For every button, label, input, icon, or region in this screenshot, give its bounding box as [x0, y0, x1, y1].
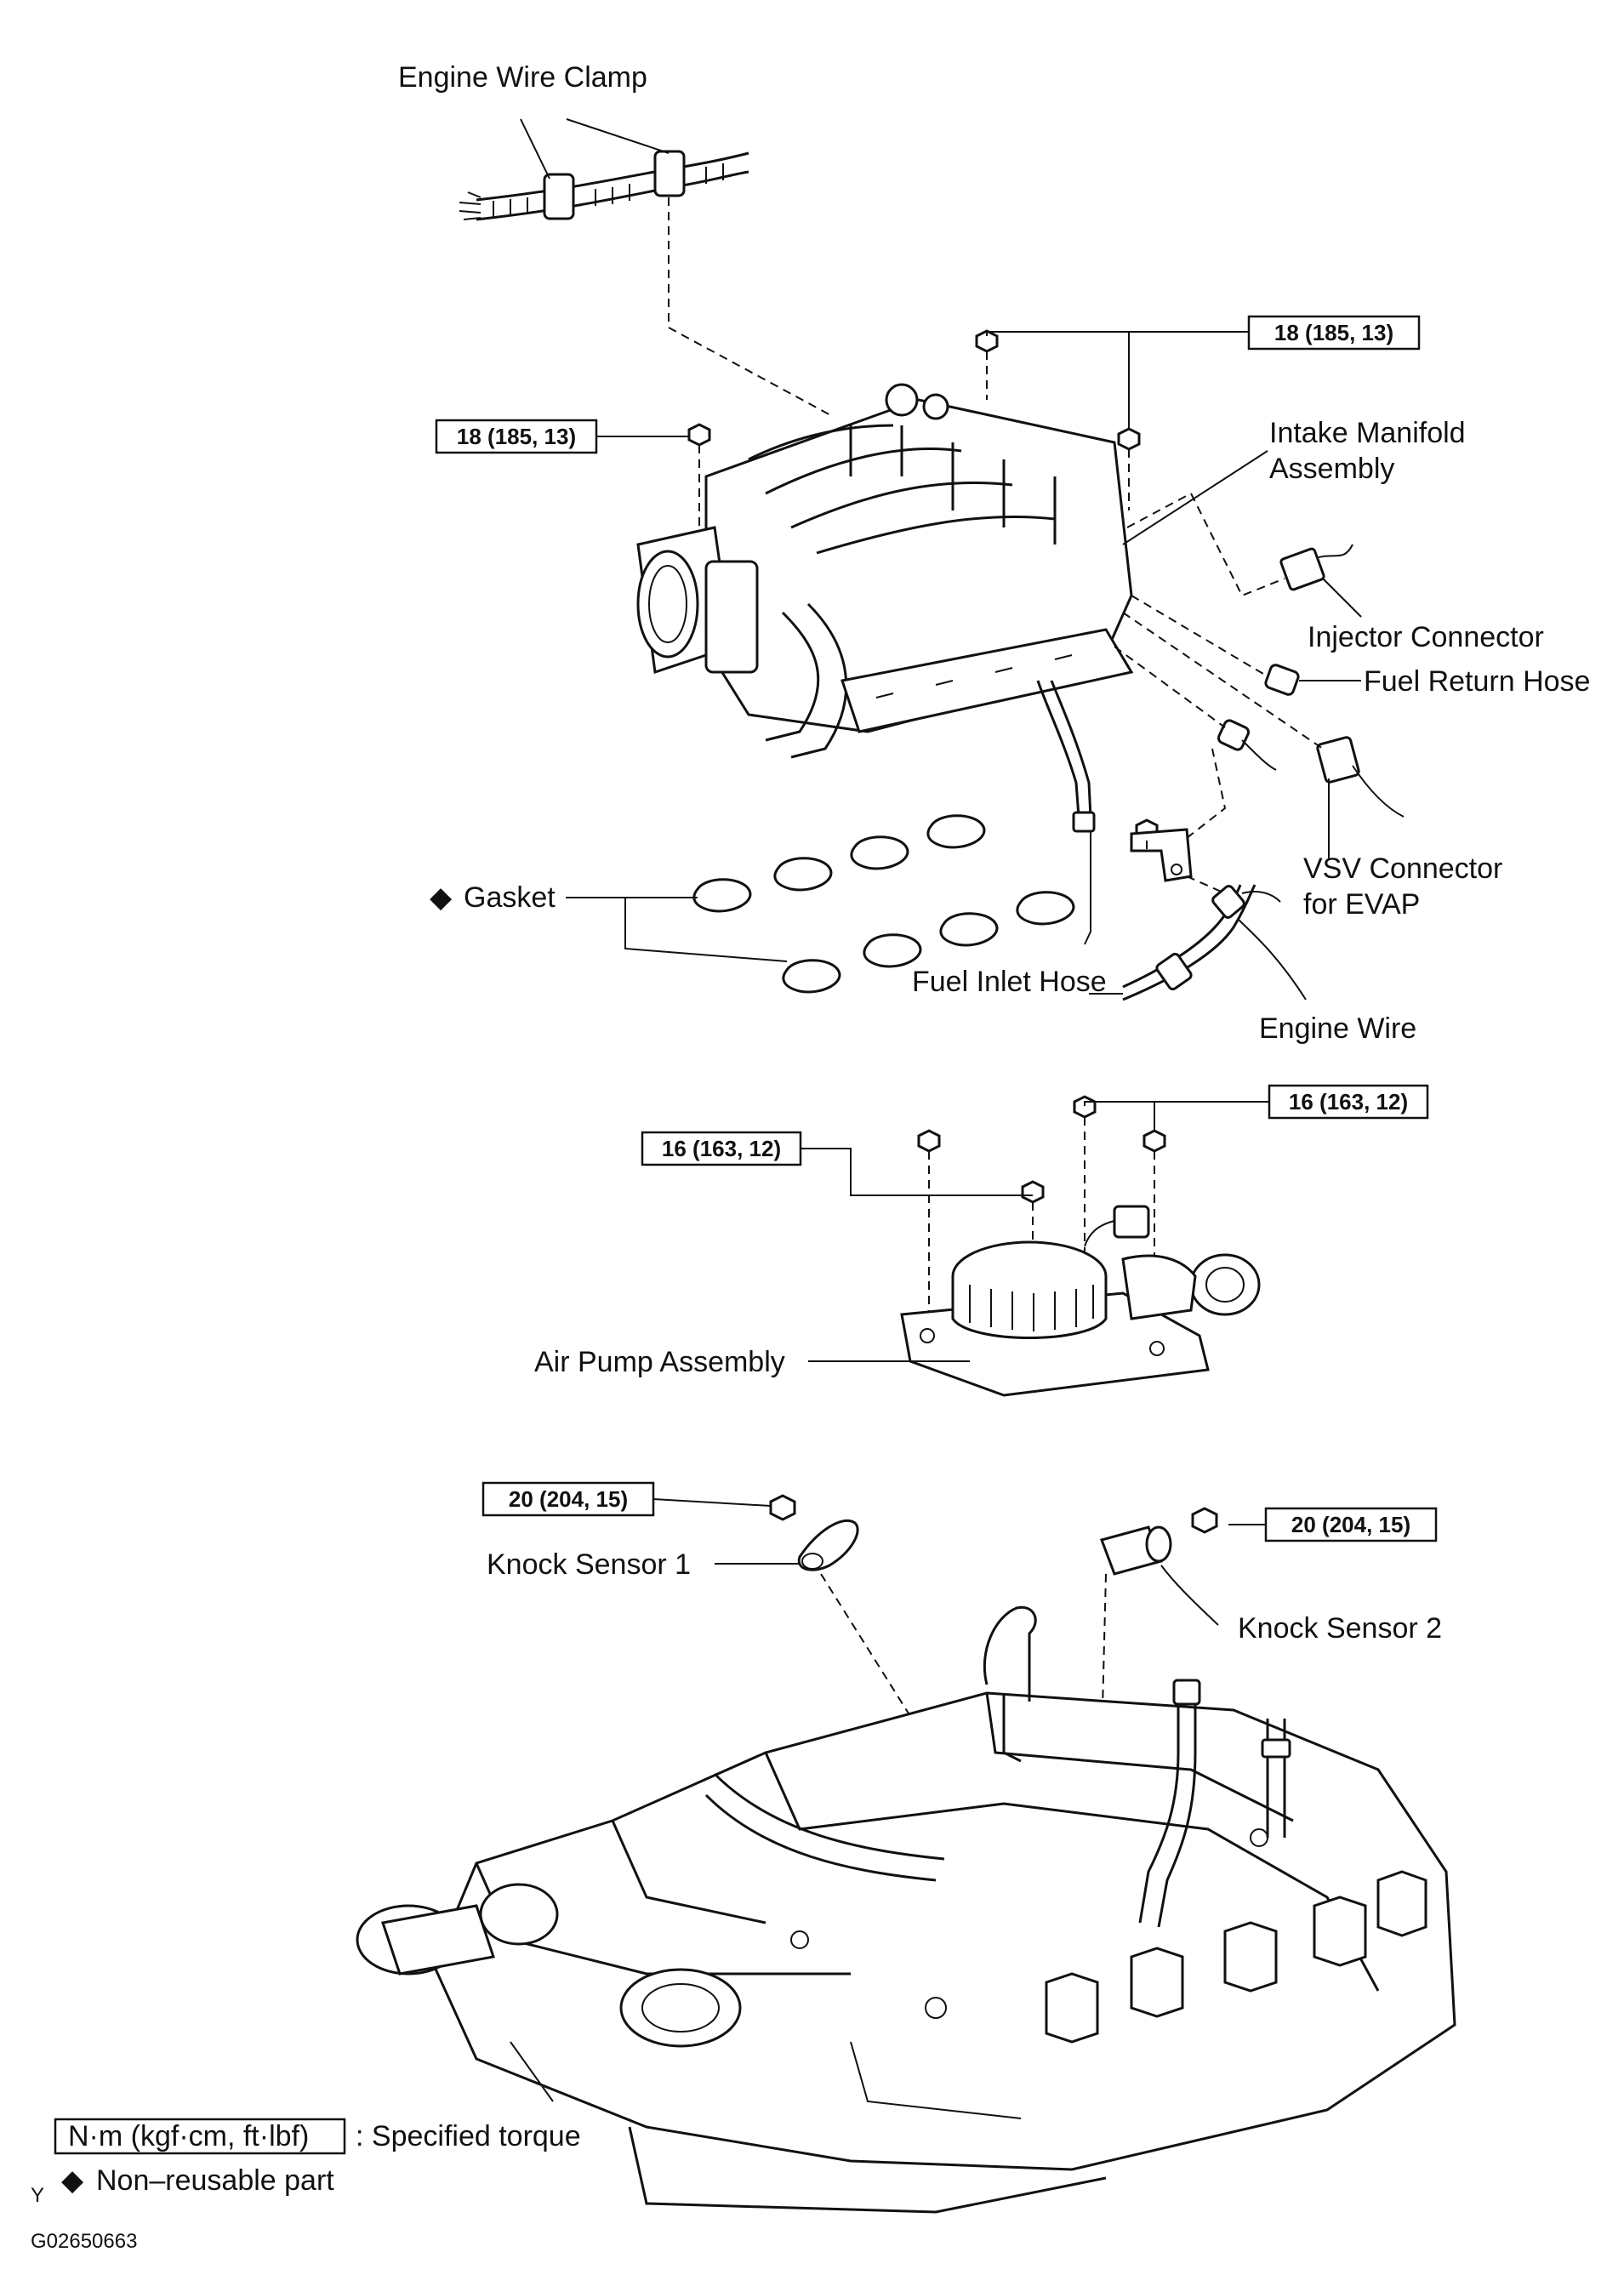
figure-id: G02650663: [31, 2230, 137, 2253]
torque-box-air-pump-right: 16 (163, 12): [1268, 1084, 1429, 1120]
torque-box-knock-right: 20 (204, 15): [1264, 1507, 1438, 1542]
legend-nonreusable-symbol: ◆: [61, 2164, 84, 2197]
label-gasket: ◆ Gasket: [430, 881, 556, 914]
legend-unit-text: N·m (kgf·cm, ft·lbf): [68, 2120, 309, 2152]
torque-box-manifold-left: 18 (185, 13): [435, 419, 598, 454]
air-pump-drawing: [900, 1205, 1261, 1397]
engine-wire-clamp-drawing: [459, 150, 749, 221]
torque-knock-left-text: 20 (204, 15): [509, 1486, 628, 1512]
label-knock-sensor-2: Knock Sensor 2: [1238, 1612, 1442, 1645]
corner-mark: Y: [31, 2184, 44, 2207]
torque-manifold-left-text: 18 (185, 13): [457, 424, 576, 449]
fuel-return-hose-end: [1264, 664, 1300, 696]
label-fuel-return-hose: Fuel Return Hose: [1364, 665, 1590, 698]
injector-connector-drawing: [1279, 544, 1353, 591]
label-intake-manifold-line2: Assembly: [1269, 453, 1394, 485]
label-engine-wire: Engine Wire: [1259, 1012, 1416, 1045]
label-engine-wire-clamp: Engine Wire Clamp: [398, 61, 647, 94]
gasket-drawing: [692, 814, 1075, 994]
intake-manifold-drawing: [636, 383, 1134, 759]
legend-nonreusable-description: Non–reusable part: [96, 2164, 334, 2197]
torque-air-pump-left-text: 16 (163, 12): [662, 1136, 781, 1161]
knock-sensor-1-drawing: [797, 1519, 859, 1571]
air-pump-bolts: [917, 1095, 1166, 1204]
torque-box-manifold-right: 18 (185, 13): [1247, 315, 1421, 351]
vsv-connector-drawing: [1316, 736, 1405, 818]
torque-air-pump-right-text: 16 (163, 12): [1289, 1089, 1408, 1115]
knock-sensor-nuts: [769, 1494, 1218, 1534]
engine-block-drawing: [356, 1605, 1456, 2214]
gasket-nonreusable-symbol: ◆: [430, 881, 453, 914]
legend: N·m (kgf·cm, ft·lbf) : Specified torque …: [31, 2118, 581, 2253]
torque-box-air-pump-left: 16 (163, 12): [641, 1131, 802, 1166]
torque-manifold-right-text: 18 (185, 13): [1274, 320, 1393, 345]
label-fuel-inlet-hose: Fuel Inlet Hose: [912, 966, 1107, 998]
bracket-drawing: [1130, 818, 1193, 882]
knock-sensor-2-drawing: [1100, 1525, 1172, 1576]
label-vsv-connector-line2: for EVAP: [1303, 888, 1420, 921]
legend-unit-box: [54, 2118, 346, 2155]
legend-unit-description: : Specified torque: [356, 2120, 581, 2152]
torque-knock-right-text: 20 (204, 15): [1291, 1512, 1410, 1537]
label-intake-manifold-line1: Intake Manifold: [1269, 417, 1466, 449]
label-knock-sensor-1: Knock Sensor 1: [487, 1548, 691, 1581]
label-vsv-connector-line1: VSV Connector: [1303, 852, 1502, 885]
gasket-label-text: Gasket: [464, 881, 556, 914]
label-air-pump-assembly: Air Pump Assembly: [534, 1346, 785, 1378]
label-injector-connector: Injector Connector: [1308, 621, 1544, 653]
torque-box-knock-left: 20 (204, 15): [482, 1481, 655, 1517]
engine-wire-drawing: [1122, 884, 1281, 1001]
